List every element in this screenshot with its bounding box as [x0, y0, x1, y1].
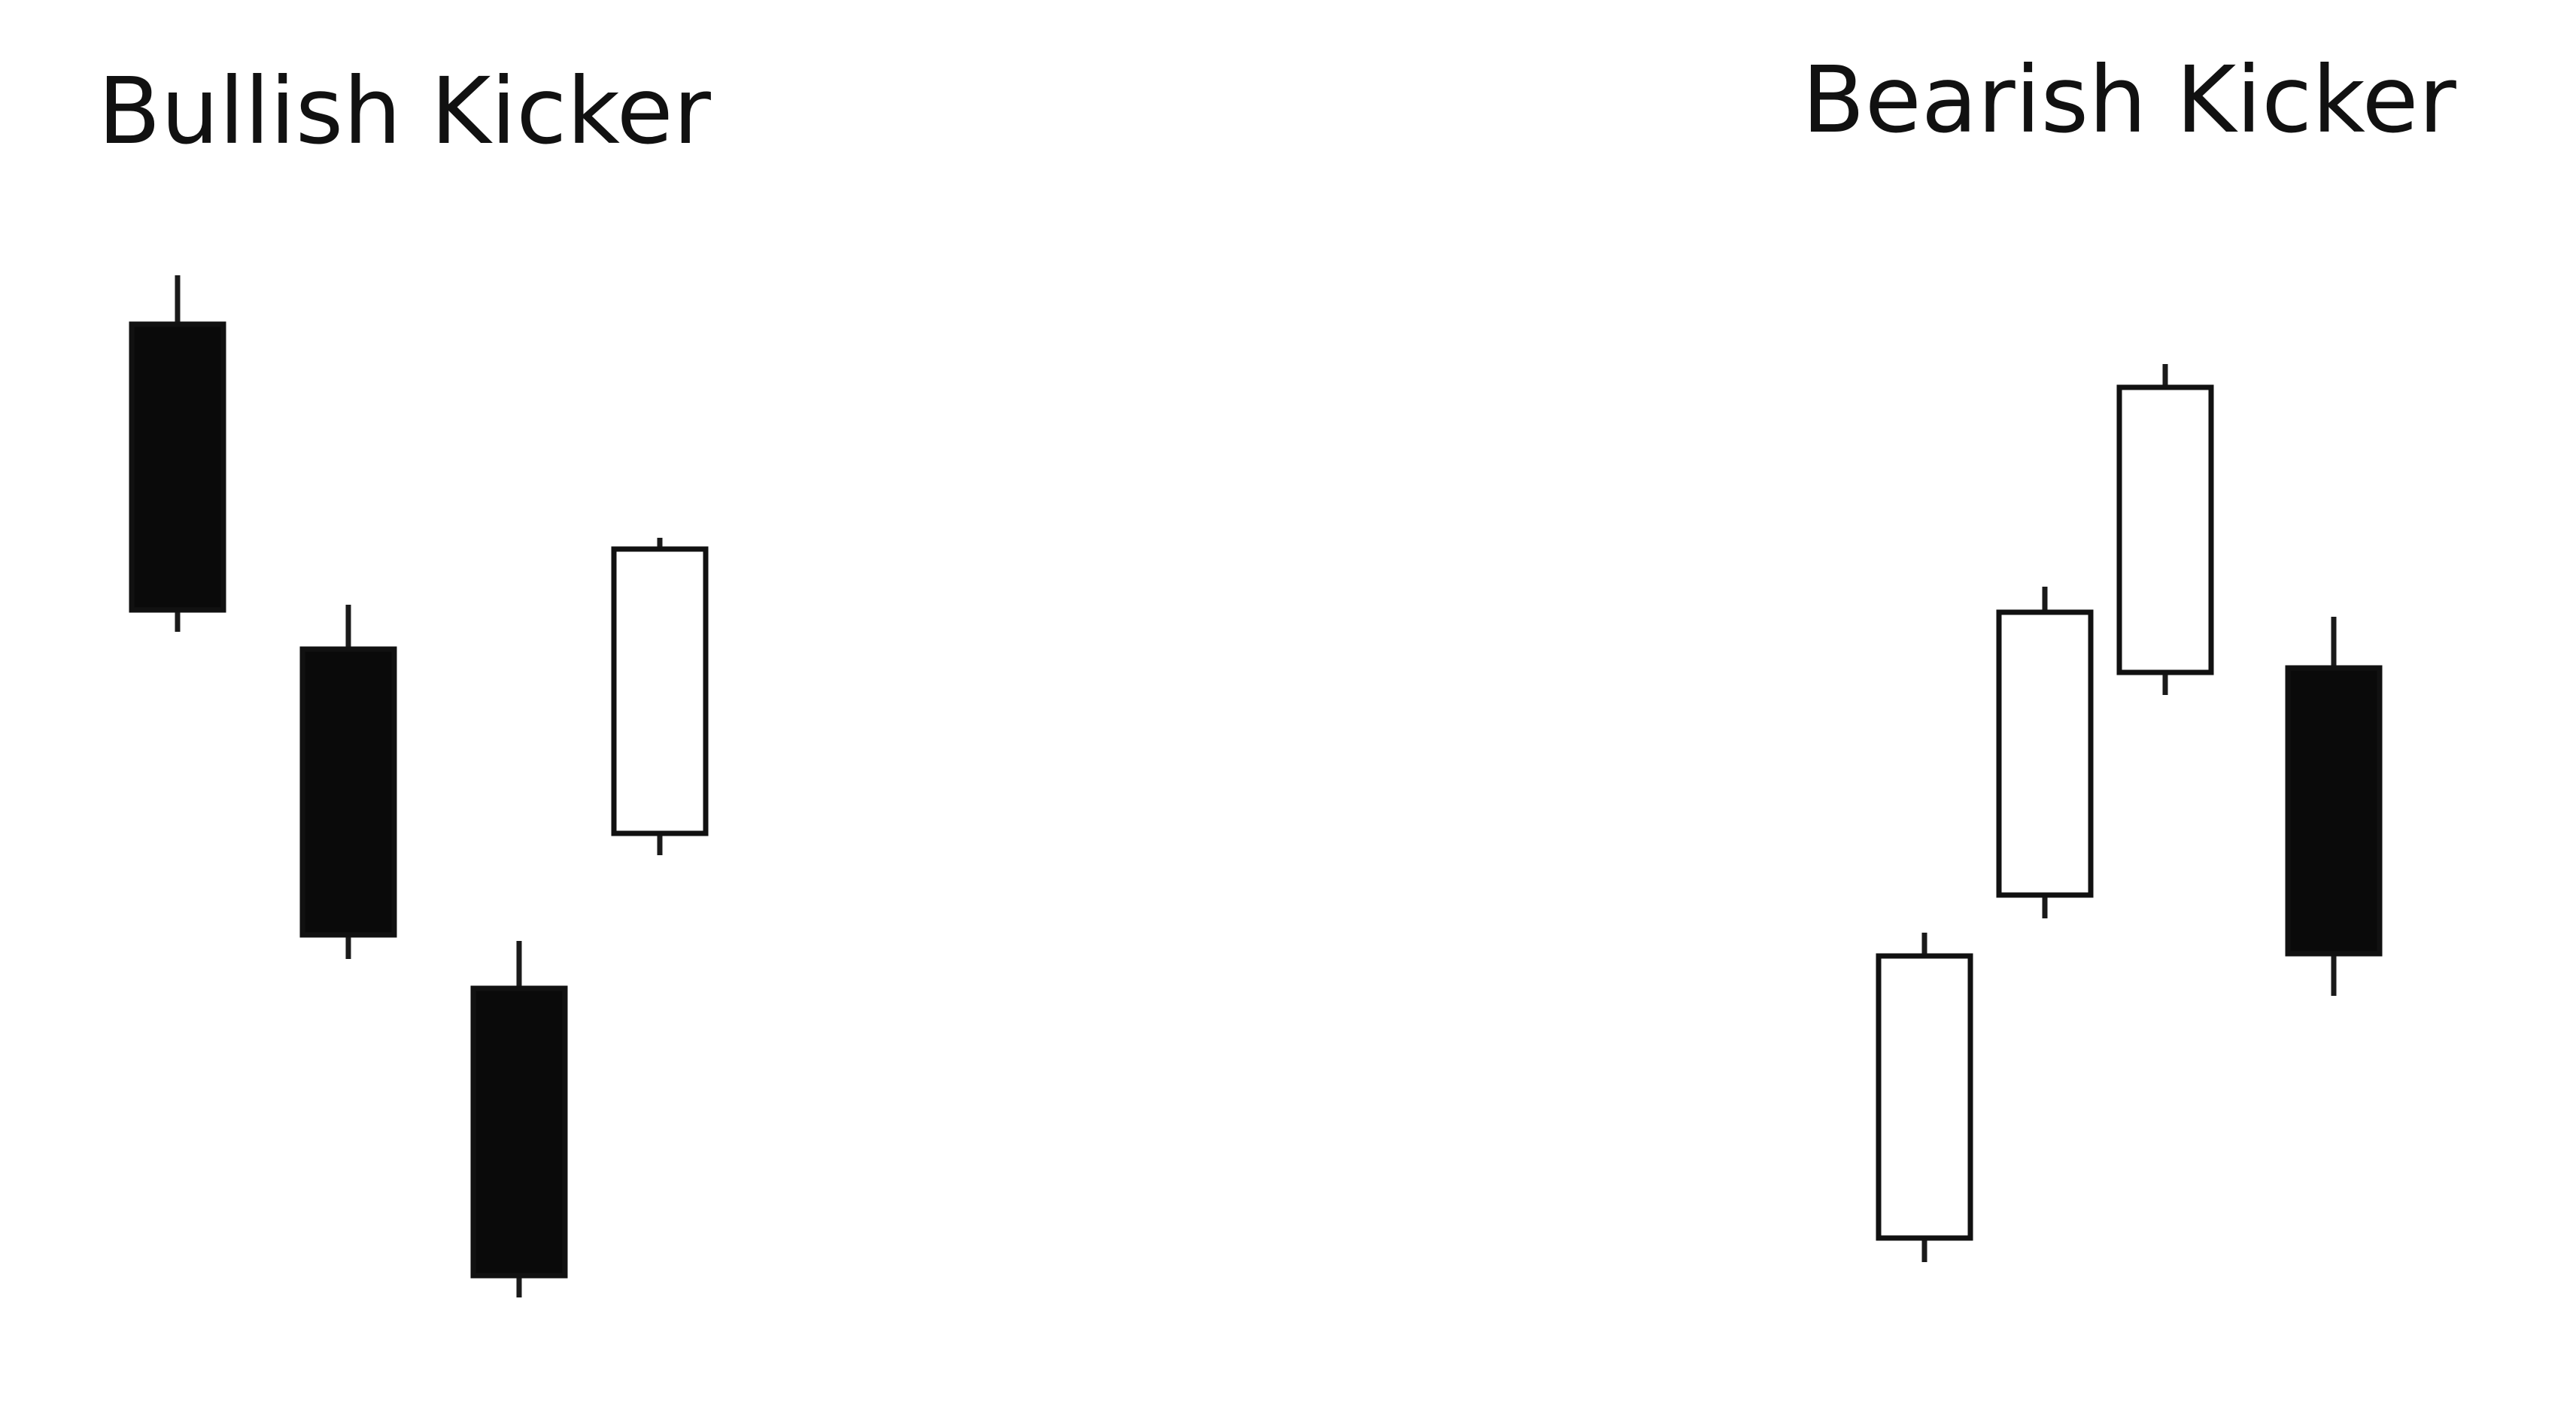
bearish-candle-3-body [2116, 384, 2214, 675]
bearish-kicker-panel: Bearish Kicker [1802, 47, 2457, 1262]
bearish-candle-4 [2285, 617, 2383, 996]
bearish-candle-1 [1876, 933, 1973, 1262]
bearish-candle-2 [1996, 587, 2094, 918]
bullish-candle-4 [611, 538, 709, 855]
bearish-kicker-candles [1876, 364, 2383, 1262]
bullish-candle-2 [299, 605, 397, 959]
bullish-candle-1 [129, 275, 226, 632]
bearish-candle-1-body [1876, 953, 1973, 1241]
bullish-candle-3 [470, 941, 568, 1297]
bullish-candle-3-body [470, 985, 568, 1279]
bearish-kicker-title: Bearish Kicker [1802, 47, 2457, 153]
bullish-kicker-panel: Bullish Kicker [98, 58, 712, 1297]
bullish-candle-4-body [611, 546, 709, 836]
bullish-kicker-candles [129, 275, 709, 1297]
bullish-candle-1-body [129, 321, 226, 613]
bearish-candle-4-body [2285, 665, 2383, 957]
bearish-candle-2-body [1996, 609, 2094, 898]
bullish-candle-2-body [299, 646, 397, 938]
bullish-kicker-title: Bullish Kicker [98, 58, 712, 165]
bearish-candle-3 [2116, 364, 2214, 695]
